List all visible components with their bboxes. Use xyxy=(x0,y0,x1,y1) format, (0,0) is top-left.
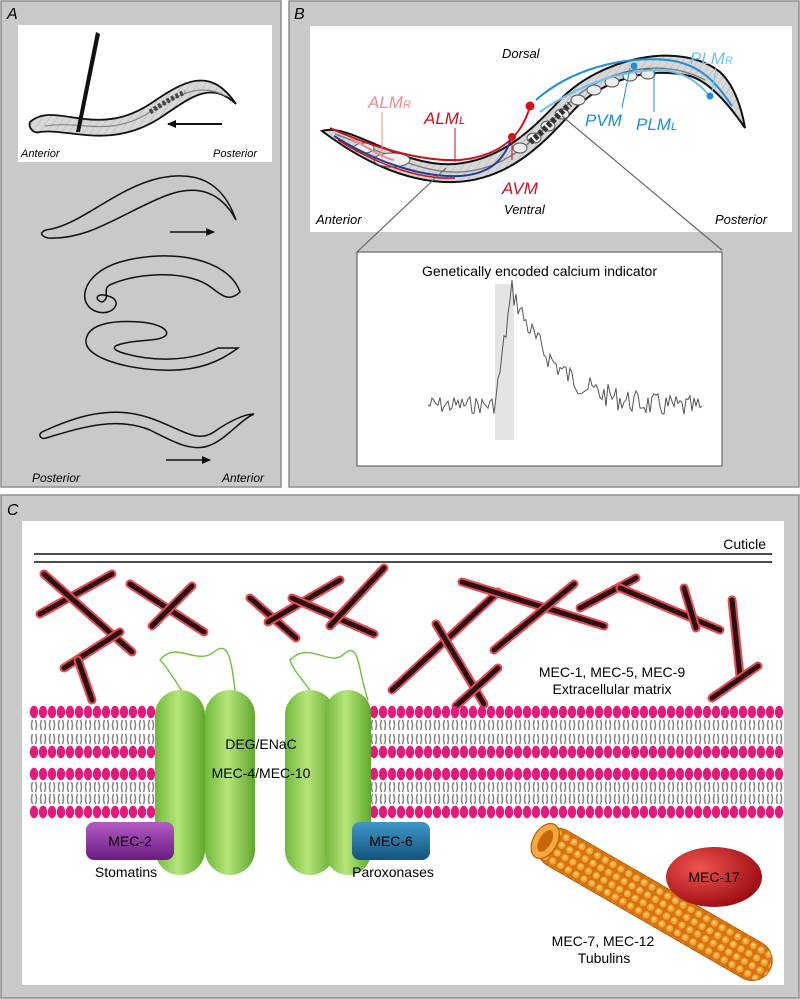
worm-reversal xyxy=(39,411,255,449)
mec-6-label: MEC-6 xyxy=(369,833,413,849)
top-anterior-label: Anterior xyxy=(20,148,61,160)
alm-l-process xyxy=(329,105,531,162)
alm-l-label: ALML xyxy=(423,109,465,128)
panel-b: B xyxy=(288,0,800,488)
pvm-pointer xyxy=(621,67,631,109)
channel-label-line2: MEC-4/MEC-10 xyxy=(212,765,311,781)
pvm-label: PVM xyxy=(585,111,623,130)
tubulin-label-line2: Tubulins xyxy=(578,950,630,966)
worm-omega-turn xyxy=(85,320,241,371)
bottom-posterior-label: Posterior xyxy=(32,471,81,485)
extracellular-matrix-rods xyxy=(35,563,763,711)
panel-c: C Cuticle DEG/ENaC MEC-4/MEC-10 MEC-2 St… xyxy=(0,494,800,999)
deg-enac-channel xyxy=(155,647,371,875)
lipid-bilayer xyxy=(29,705,784,819)
zoom-line-right xyxy=(561,115,723,251)
plm-l-label: PLML xyxy=(636,115,677,134)
panel-a: A Anterior Posterior Posterior Anterior xyxy=(0,0,282,488)
plm-r-pointer xyxy=(711,67,717,93)
tubulin-label-line1: MEC-7, MEC-12 xyxy=(552,933,655,949)
worm-forward-1 xyxy=(41,175,237,239)
ventral-label: Ventral xyxy=(504,202,546,217)
cuticle-label: Cuticle xyxy=(723,536,766,552)
panel-a-letter: A xyxy=(6,6,18,23)
dorsal-label: Dorsal xyxy=(502,46,541,61)
plm-r-process xyxy=(539,68,711,113)
bottom-anterior-label: Anterior xyxy=(221,471,265,485)
mec-17-protein xyxy=(666,847,762,907)
mec-17-label: MEC-17 xyxy=(688,869,740,885)
posterior-label: Posterior xyxy=(715,212,768,227)
ecm-label-line2: Extracellular matrix xyxy=(552,681,671,697)
panel-a-inset xyxy=(18,25,272,162)
touch-probe xyxy=(76,32,100,132)
calcium-inset xyxy=(356,251,723,467)
paroxonases-label: Paroxonases xyxy=(352,864,434,880)
mec-2-protein xyxy=(86,822,174,860)
plm-l-process xyxy=(535,58,733,107)
plm-r-label: PLMR xyxy=(690,49,733,68)
panel-b-letter: B xyxy=(294,6,305,23)
calcium-inset-title: Genetically encoded calcium indicator xyxy=(422,263,657,279)
zoom-line-left xyxy=(356,167,447,253)
top-posterior-label: Posterior xyxy=(213,148,258,160)
anterior-label: Anterior xyxy=(315,212,362,227)
ecm-label-line1: MEC-1, MEC-5, MEC-9 xyxy=(539,664,685,680)
pvm-cell-body xyxy=(630,62,638,70)
stimulus-window xyxy=(495,284,514,440)
panel-c-letter: C xyxy=(7,502,19,519)
channel-label-line1: DEG/ENaC xyxy=(225,736,297,752)
stomatins-label: Stomatins xyxy=(95,864,157,880)
microtubule xyxy=(530,822,773,981)
alm-l-cell-body xyxy=(525,101,535,111)
avm-label: AVM xyxy=(501,179,539,198)
worm-coiling xyxy=(83,255,241,314)
plm-cell-body xyxy=(706,92,714,100)
alm-r-label: ALMR xyxy=(367,93,411,112)
alm-r-process xyxy=(349,137,395,161)
mec-2-label: MEC-2 xyxy=(108,833,152,849)
calcium-trace xyxy=(427,279,703,415)
ventral-nerve-process xyxy=(333,135,513,178)
mec-6-protein xyxy=(352,822,430,860)
avm-process xyxy=(337,139,456,179)
